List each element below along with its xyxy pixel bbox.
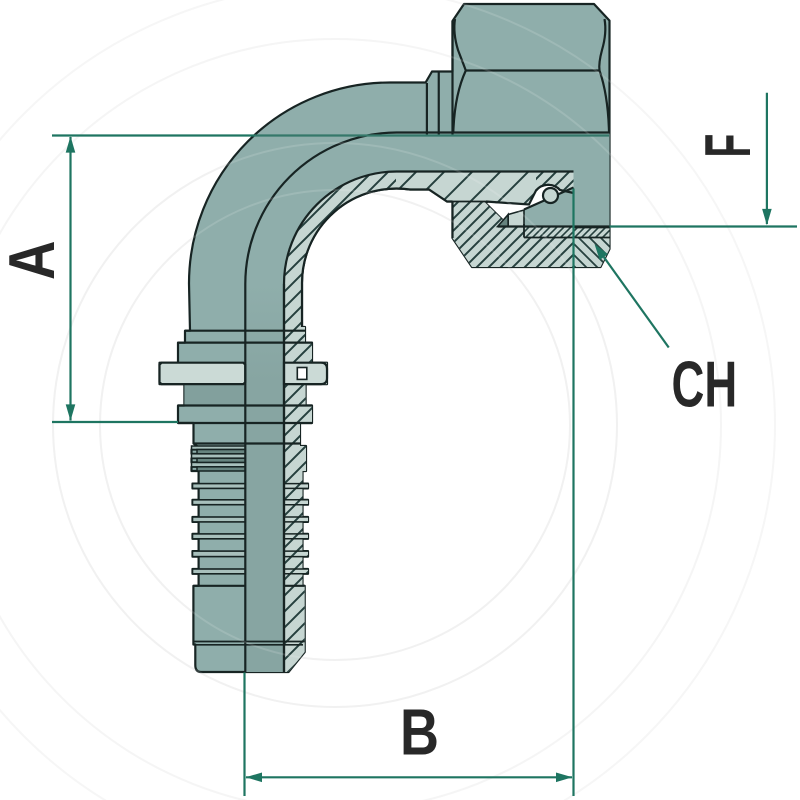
svg-text:B: B xyxy=(400,696,439,769)
svg-text:A: A xyxy=(0,241,68,280)
svg-text:CH: CH xyxy=(672,347,738,420)
svg-text:F: F xyxy=(692,134,765,158)
